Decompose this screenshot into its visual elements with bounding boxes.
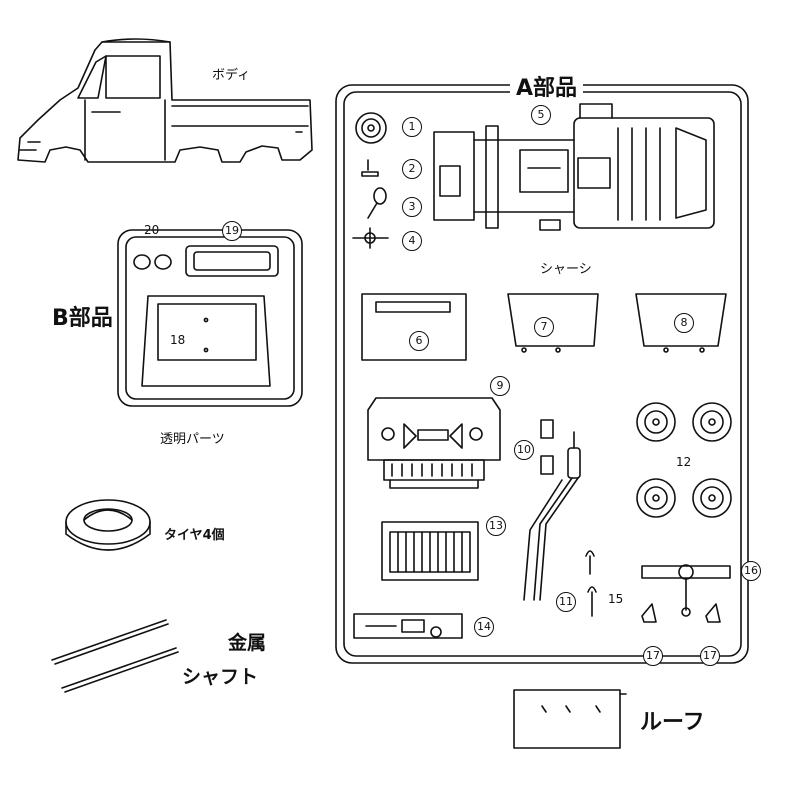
part-19-rear-window [185,245,279,277]
part-13-grille [381,521,479,581]
part-2 [361,159,379,177]
part-18-windshield [141,295,271,387]
part-number-13: 13 [486,516,506,536]
part-number-17b: 17 [700,646,720,666]
roof-part [513,689,627,749]
part-number-6: 6 [409,331,429,351]
part-number-18: 18 [170,333,186,347]
metal-shafts [51,619,179,693]
part-7-door [507,293,599,353]
part-12-wheels [636,402,732,518]
part-number-2: 2 [402,159,422,179]
part-4 [352,227,389,249]
part-number-7: 7 [534,317,554,337]
part-number-9: 9 [490,376,510,396]
part-3 [367,187,387,219]
chassis-label: シャーシ [540,262,592,277]
part-1-wheel-hub [355,112,387,144]
a-parts-label: A部品 [510,70,584,102]
part-number-3: 3 [402,197,422,217]
part-number-10: 10 [514,440,534,460]
part-number-5: 5 [531,105,551,125]
part-11-exhaust [523,431,581,601]
part-5-chassis [433,103,715,231]
part-number-14: 14 [474,617,494,637]
part-number-8: 8 [674,313,694,333]
metal-label: 金属 [228,632,267,654]
part-number-12: 12 [676,455,692,469]
part-8-door [635,293,727,353]
part-number-16: 16 [741,561,761,581]
part-number-1: 1 [402,117,422,137]
part-10 [540,419,554,475]
roof-label: ルーフ [640,710,705,735]
part-number-20: 20 [144,223,160,237]
part-9-dashboard [367,397,501,489]
part-number-17a: 17 [643,646,663,666]
b-parts-label: B部品 [52,306,113,331]
part-20-lenses [133,254,172,270]
b-parts-runner [117,229,303,407]
part-14-bumper [353,613,463,639]
clear-parts-label: 透明パーツ [160,432,225,447]
part-15-levers [585,550,597,617]
part-number-11: 11 [556,592,576,612]
truck-body [17,38,313,163]
tires-label: タイヤ4個 [164,528,225,543]
tire [65,499,151,551]
part-number-4: 4 [402,231,422,251]
part-number-15: 15 [608,592,624,606]
part-17-mirrors [641,603,721,623]
shaft-label: シャフト [182,666,259,688]
body-label: ボディ [212,68,251,83]
part-number-19: 19 [222,221,242,241]
part-16-steering [641,564,731,617]
part-6 [361,293,467,361]
